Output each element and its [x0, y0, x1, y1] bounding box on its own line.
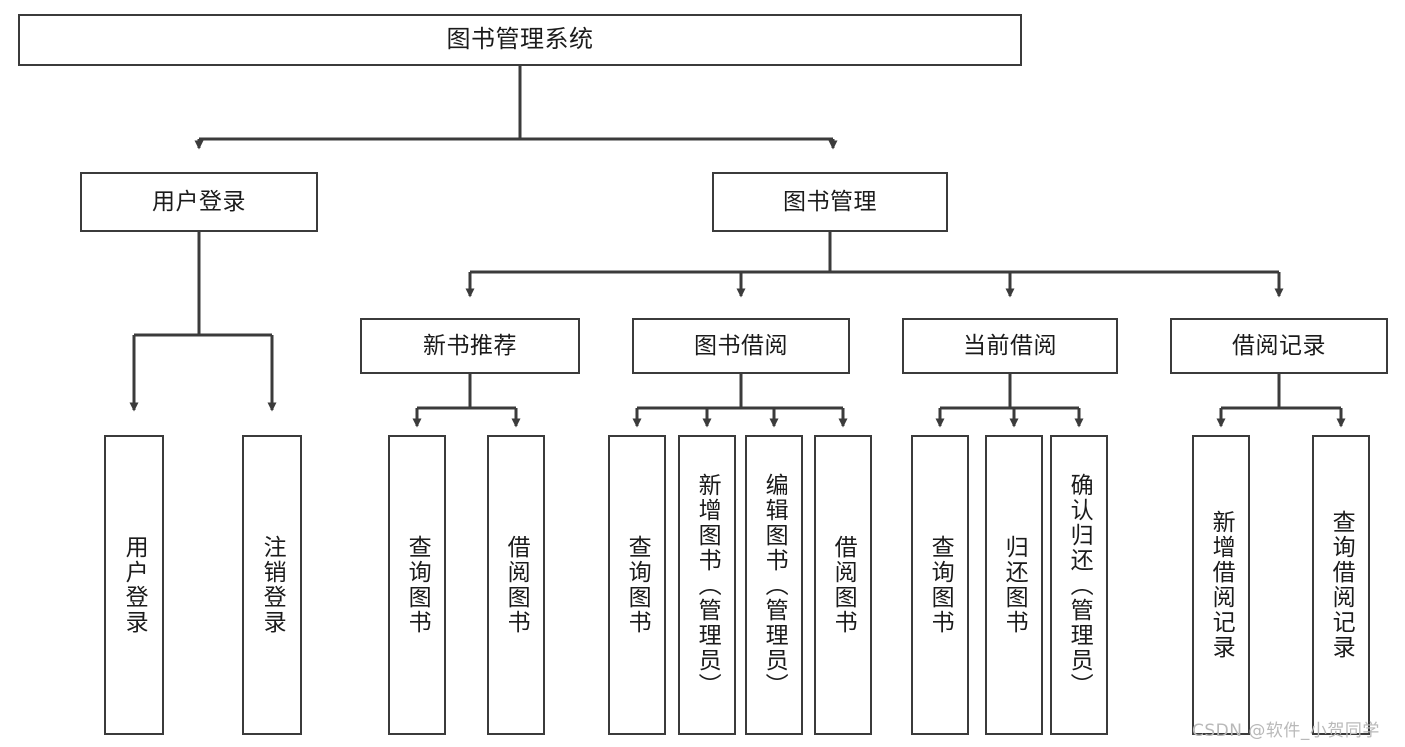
- node-leaf-query-book-1[interactable]: 查询图书: [388, 435, 446, 735]
- node-root-label: 图书管理系统: [446, 25, 594, 54]
- node-leaf-query-record[interactable]: 查询借阅记录: [1312, 435, 1370, 735]
- node-leaf-edit-book-label: 编辑图书（管理员）: [761, 472, 788, 698]
- node-leaf-add-record[interactable]: 新增借阅记录: [1192, 435, 1250, 735]
- node-leaf-user-login[interactable]: 用户登录: [104, 435, 164, 735]
- node-leaf-query-book-2-label: 查询图书: [624, 535, 651, 635]
- node-user-login-label: 用户登录: [152, 188, 246, 215]
- node-leaf-return-book-label: 归还图书: [1001, 535, 1028, 635]
- node-leaf-add-record-label: 新增借阅记录: [1208, 510, 1235, 660]
- node-leaf-borrow-book-2-label: 借阅图书: [830, 535, 857, 635]
- node-book-manage-label: 图书管理: [783, 188, 877, 215]
- node-leaf-confirm-return[interactable]: 确认归还（管理员）: [1050, 435, 1108, 735]
- node-leaf-add-book[interactable]: 新增图书（管理员）: [678, 435, 736, 735]
- node-borrow-record[interactable]: 借阅记录: [1170, 318, 1388, 374]
- node-new-book-rec-label: 新书推荐: [423, 332, 517, 359]
- node-leaf-user-logout[interactable]: 注销登录: [242, 435, 302, 735]
- node-leaf-query-book-3-label: 查询图书: [927, 535, 954, 635]
- node-leaf-borrow-book-1-label: 借阅图书: [503, 535, 530, 635]
- node-leaf-add-book-label: 新增图书（管理员）: [694, 472, 721, 698]
- node-leaf-confirm-return-label: 确认归还（管理员）: [1066, 472, 1093, 698]
- node-leaf-query-record-label: 查询借阅记录: [1328, 510, 1355, 660]
- node-user-login[interactable]: 用户登录: [80, 172, 318, 232]
- node-leaf-user-login-label: 用户登录: [121, 535, 148, 635]
- node-leaf-borrow-book-1[interactable]: 借阅图书: [487, 435, 545, 735]
- node-leaf-user-logout-label: 注销登录: [259, 535, 286, 635]
- node-leaf-edit-book[interactable]: 编辑图书（管理员）: [745, 435, 803, 735]
- node-leaf-query-book-1-label: 查询图书: [404, 535, 431, 635]
- node-book-manage[interactable]: 图书管理: [712, 172, 948, 232]
- node-leaf-query-book-3[interactable]: 查询图书: [911, 435, 969, 735]
- node-new-book-rec[interactable]: 新书推荐: [360, 318, 580, 374]
- node-leaf-query-book-2[interactable]: 查询图书: [608, 435, 666, 735]
- node-book-borrow-label: 图书借阅: [694, 332, 788, 359]
- watermark: CSDN @软件_小贺同学: [1192, 721, 1380, 741]
- node-leaf-return-book[interactable]: 归还图书: [985, 435, 1043, 735]
- node-borrow-record-label: 借阅记录: [1232, 332, 1326, 359]
- node-current-borrow[interactable]: 当前借阅: [902, 318, 1118, 374]
- node-leaf-borrow-book-2[interactable]: 借阅图书: [814, 435, 872, 735]
- node-current-borrow-label: 当前借阅: [963, 332, 1057, 359]
- node-book-borrow[interactable]: 图书借阅: [632, 318, 850, 374]
- node-root[interactable]: 图书管理系统: [18, 14, 1022, 66]
